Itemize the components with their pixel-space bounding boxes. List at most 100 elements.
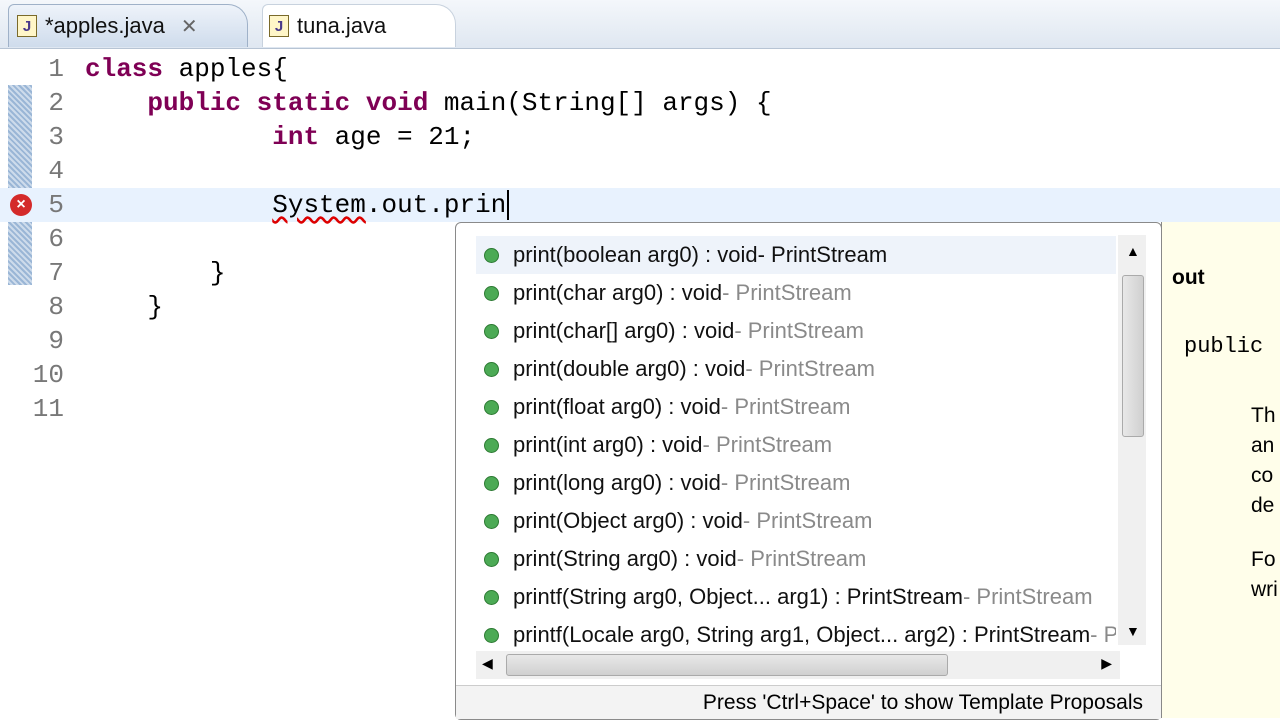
proposal-type: - PrintStream bbox=[757, 242, 888, 267]
proposal-item[interactable]: print(Object arg0) : void - PrintStream bbox=[476, 502, 1116, 540]
public-method-icon bbox=[484, 361, 499, 377]
line-number: 6 bbox=[48, 224, 64, 254]
proposal-signature: printf(Locale arg0, String arg1, Object.… bbox=[513, 622, 1091, 647]
line-number: 4 bbox=[48, 156, 64, 186]
info-text: Th bbox=[1251, 404, 1276, 427]
tab-tuna-java[interactable]: J tuna.java bbox=[262, 4, 456, 47]
line-number: 2 bbox=[48, 88, 64, 118]
proposal-signature: print(double arg0) : void bbox=[513, 356, 746, 381]
proposal-type: - PrintStream bbox=[720, 470, 851, 495]
proposal-item[interactable]: print(int arg0) : void - PrintStream bbox=[476, 426, 1116, 464]
proposal-signature: print(boolean arg0) : void bbox=[513, 242, 758, 267]
text-cursor bbox=[507, 190, 510, 220]
info-text: de bbox=[1251, 494, 1275, 517]
proposal-type: - PrintStream bbox=[702, 432, 833, 457]
info-text: an bbox=[1251, 434, 1275, 457]
proposal-item[interactable]: print(float arg0) : void - PrintStream bbox=[476, 388, 1116, 426]
code-text: System.out.prin bbox=[85, 188, 510, 222]
scroll-left-icon[interactable]: ◀ bbox=[482, 655, 493, 671]
code-line[interactable]: 3 int age = 21; bbox=[0, 120, 1280, 154]
content-assist-popup: print(boolean arg0) : void - PrintStream… bbox=[455, 222, 1162, 720]
proposal-signature: printf(String arg0, Object... arg1) : Pr… bbox=[513, 584, 963, 609]
line-number: 5 bbox=[48, 190, 64, 220]
public-method-icon bbox=[484, 551, 499, 567]
proposal-type: - PrintStream bbox=[962, 584, 1093, 609]
proposal-signature: print(long arg0) : void bbox=[513, 470, 721, 495]
code-line[interactable]: 11 bbox=[0, 392, 1280, 426]
info-text: wri bbox=[1251, 578, 1278, 601]
proposal-type: - PrintStream bbox=[720, 394, 851, 419]
info-text: Fo bbox=[1251, 548, 1276, 571]
code-line[interactable]: 8 } bbox=[0, 290, 1280, 324]
scroll-up-icon[interactable]: ▲ bbox=[1126, 243, 1140, 259]
proposal-item[interactable]: print(String arg0) : void - PrintStream bbox=[476, 540, 1116, 578]
scroll-thumb[interactable] bbox=[506, 654, 948, 676]
proposal-type: - PrintStream bbox=[722, 280, 852, 305]
proposal-type: - PrintStream bbox=[742, 508, 873, 533]
line-number: 3 bbox=[48, 122, 64, 152]
change-ruler bbox=[8, 85, 32, 285]
tab-apples-java[interactable]: J *apples.java ✕ bbox=[8, 4, 248, 47]
proposal-type: - PrintStream bbox=[745, 356, 875, 381]
proposal-item[interactable]: print(char arg0) : void - PrintStream bbox=[476, 274, 1116, 312]
proposal-signature: print(Object arg0) : void bbox=[513, 508, 743, 533]
proposal-signature: print(char arg0) : void bbox=[513, 280, 723, 305]
code-text: class apples{ bbox=[85, 54, 288, 84]
horizontal-scrollbar[interactable]: ◀ ▶ bbox=[476, 651, 1120, 679]
template-proposals-hint: Press 'Ctrl+Space' to show Template Prop… bbox=[456, 685, 1161, 719]
proposal-signature: print(String arg0) : void bbox=[513, 546, 737, 571]
proposal-type: - PrintStream bbox=[734, 318, 864, 343]
code-line[interactable]: 9 bbox=[0, 324, 1280, 358]
tab-label: tuna.java bbox=[297, 13, 387, 38]
code-line[interactable]: 2 public static void main(String[] args)… bbox=[0, 86, 1280, 120]
code-line[interactable]: 7 } bbox=[0, 256, 1280, 290]
proposal-item[interactable]: print(long arg0) : void - PrintStream bbox=[476, 464, 1116, 502]
code-text: } bbox=[85, 292, 164, 322]
close-tab-icon[interactable]: ✕ bbox=[180, 15, 198, 38]
code-line[interactable]: 10 bbox=[0, 358, 1280, 392]
scroll-thumb[interactable] bbox=[1122, 275, 1144, 437]
public-method-icon bbox=[484, 513, 499, 529]
info-declaration: public bbox=[1184, 334, 1264, 359]
java-file-icon: J bbox=[269, 15, 289, 37]
editor-tab-bar: J *apples.java ✕ J tuna.java bbox=[0, 0, 1280, 49]
vertical-scrollbar[interactable]: ▲ ▼ bbox=[1118, 235, 1146, 645]
public-method-icon bbox=[484, 475, 499, 491]
code-text: public static void main(String[] args) { bbox=[147, 88, 772, 118]
error-icon[interactable]: × bbox=[10, 194, 32, 216]
info-text: co bbox=[1251, 464, 1274, 487]
proposal-signature: print(float arg0) : void bbox=[513, 394, 721, 419]
code-line[interactable]: 1 class apples{ bbox=[0, 52, 1280, 86]
public-method-icon bbox=[484, 323, 499, 339]
proposal-item[interactable]: print(boolean arg0) : void - PrintStream bbox=[476, 236, 1116, 274]
public-method-icon bbox=[484, 285, 499, 301]
line-number: 7 bbox=[48, 258, 64, 288]
tab-label: *apples.java bbox=[45, 13, 165, 38]
public-method-icon bbox=[484, 399, 499, 415]
proposal-item[interactable]: printf(String arg0, Object... arg1) : Pr… bbox=[476, 578, 1116, 616]
code-line[interactable]: 5 × System.out.prin bbox=[0, 188, 1280, 222]
public-method-icon bbox=[484, 247, 499, 263]
scroll-right-icon[interactable]: ▶ bbox=[1101, 655, 1112, 671]
code-line[interactable]: 6 bbox=[0, 222, 1280, 256]
proposal-signature: print(int arg0) : void bbox=[513, 432, 703, 457]
proposal-signature: print(char[] arg0) : void bbox=[513, 318, 735, 343]
line-number: 9 bbox=[48, 326, 64, 356]
java-file-icon: J bbox=[17, 15, 37, 37]
public-method-icon bbox=[484, 627, 499, 643]
line-number: 10 bbox=[32, 360, 64, 390]
proposal-type: - PrintStream bbox=[1090, 622, 1116, 647]
code-line[interactable]: 4 bbox=[0, 154, 1280, 188]
line-number: 11 bbox=[32, 394, 64, 424]
public-method-icon bbox=[484, 589, 499, 605]
proposal-item[interactable]: printf(Locale arg0, String arg1, Object.… bbox=[476, 616, 1116, 654]
info-title: out bbox=[1172, 266, 1205, 289]
javadoc-info-pane: out public Th an co de Fo wri bbox=[1161, 222, 1280, 718]
line-number: 8 bbox=[48, 292, 64, 322]
code-text: } bbox=[85, 258, 226, 288]
proposal-item[interactable]: print(double arg0) : void - PrintStream bbox=[476, 350, 1116, 388]
line-number: 1 bbox=[48, 54, 64, 84]
scroll-down-icon[interactable]: ▼ bbox=[1126, 623, 1140, 639]
proposal-type: - PrintStream bbox=[736, 546, 867, 571]
proposal-item[interactable]: print(char[] arg0) : void - PrintStream bbox=[476, 312, 1116, 350]
